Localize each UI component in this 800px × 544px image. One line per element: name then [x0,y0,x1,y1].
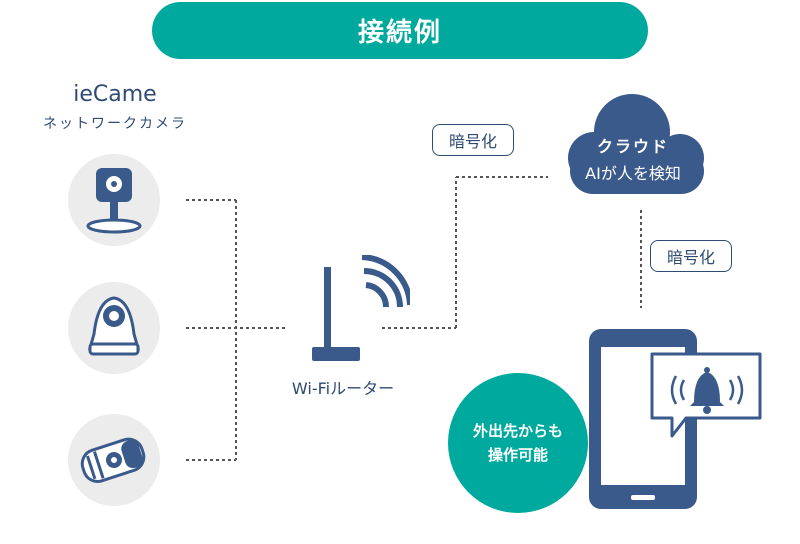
bullet-camera-icon [68,414,160,506]
remote-access-badge: 外出先からも 操作可能 [448,373,588,513]
cube-camera-icon [68,154,160,246]
brand-subtitle: ネットワークカメラ [43,116,187,132]
router-label: Wi-Fiルーター [291,379,395,398]
cloud-title: クラウド [596,137,669,156]
brand-name: ieCame [73,82,157,107]
remote-line-1: 外出先からも [472,422,563,440]
remote-line-2: 操作可能 [487,446,548,464]
encryption-badge: 暗号化 [650,240,732,272]
bell-icon [670,367,744,414]
cloud-subtitle: AIが人を検知 [585,164,681,183]
router-icon [312,255,410,361]
dome-camera-icon [68,282,160,374]
page-title: 接続例 [152,2,648,59]
cloud-icon [568,94,704,194]
encryption-badge: 暗号化 [432,124,514,156]
